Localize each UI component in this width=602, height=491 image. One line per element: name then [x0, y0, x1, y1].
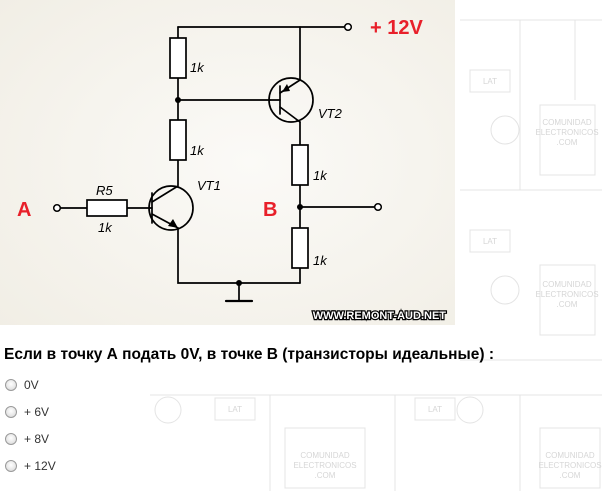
option-label: + 8V [24, 432, 50, 446]
vt2-transistor [268, 77, 314, 123]
junction-dot [175, 97, 181, 103]
resistor-r4-value: 1k [313, 253, 328, 268]
svg-text:COMUNIDAD: COMUNIDAD [545, 451, 595, 460]
vt1-emitter-arrow [168, 219, 178, 228]
svg-text:COMUNIDAD: COMUNIDAD [300, 451, 350, 460]
resistor-r3 [291, 144, 309, 186]
resistor-r1-value: 1k [190, 60, 205, 75]
svg-text:ELECTRONICOS: ELECTRONICOS [293, 461, 356, 470]
svg-text:.COM: .COM [557, 138, 578, 147]
svg-text:LAT: LAT [228, 405, 242, 414]
vt2-label: VT2 [318, 106, 343, 121]
vt1-transistor [148, 185, 194, 231]
option-label: + 6V [24, 405, 50, 419]
vt1-label: VT1 [197, 178, 221, 193]
option-8v[interactable]: + 8V [5, 430, 56, 448]
input-label: A [17, 199, 31, 221]
svg-text:LAT: LAT [428, 405, 442, 414]
option-0v[interactable]: 0V [5, 376, 56, 394]
svg-text:LAT: LAT [483, 77, 497, 86]
question-text: Если в точку А подать 0V, в точке В (тра… [4, 346, 495, 363]
resistor-r5-value: 1k [98, 220, 113, 235]
radio-button[interactable] [5, 406, 17, 418]
option-label: + 12V [24, 459, 56, 473]
output-terminal [373, 202, 383, 212]
output-label: B [263, 199, 277, 221]
svg-text:.COM: .COM [557, 300, 578, 309]
resistor-r4 [291, 227, 309, 269]
svg-text:LAT: LAT [483, 237, 497, 246]
resistor-r5-name: R5 [96, 183, 113, 198]
resistor-r1 [169, 37, 187, 79]
supply-label: + 12V [370, 17, 423, 39]
radio-button[interactable] [5, 460, 17, 472]
ground-wire [177, 227, 301, 284]
resistor-r2 [169, 119, 187, 161]
input-terminal [52, 203, 62, 213]
junction-dot [297, 204, 303, 210]
junction-dot [236, 280, 242, 286]
radio-button[interactable] [5, 433, 17, 445]
svg-text:.COM: .COM [560, 471, 581, 480]
option-6v[interactable]: + 6V [5, 403, 56, 421]
answer-options: 0V + 6V + 8V + 12V [5, 376, 56, 484]
resistor-r3-value: 1k [313, 168, 328, 183]
supply-terminal [343, 22, 353, 32]
option-label: 0V [24, 378, 39, 392]
resistor-r2-value: 1k [190, 143, 205, 158]
resistor-r5 [86, 199, 128, 217]
circuit-schematic: 1k 1k 1k 1k R5 1k VT1 VT2 + 12V A B WWW.… [0, 0, 455, 325]
vt1-collector-leg [151, 185, 179, 203]
svg-text:ELECTRONICOS: ELECTRONICOS [535, 128, 598, 137]
watermark-text: WWW.REMONT-AUD.NET [313, 310, 446, 322]
svg-text:COMUNIDAD: COMUNIDAD [542, 280, 592, 289]
vt2-emitter-arrow [282, 84, 290, 92]
svg-text:COMUNIDAD: COMUNIDAD [542, 118, 592, 127]
vt2-collector-leg [279, 106, 301, 123]
radio-button[interactable] [5, 379, 17, 391]
svg-text:.COM: .COM [315, 471, 336, 480]
svg-text:ELECTRONICOS: ELECTRONICOS [538, 461, 601, 470]
svg-text:ELECTRONICOS: ELECTRONICOS [535, 290, 598, 299]
schematic-panel [0, 0, 455, 325]
option-12v[interactable]: + 12V [5, 457, 56, 475]
